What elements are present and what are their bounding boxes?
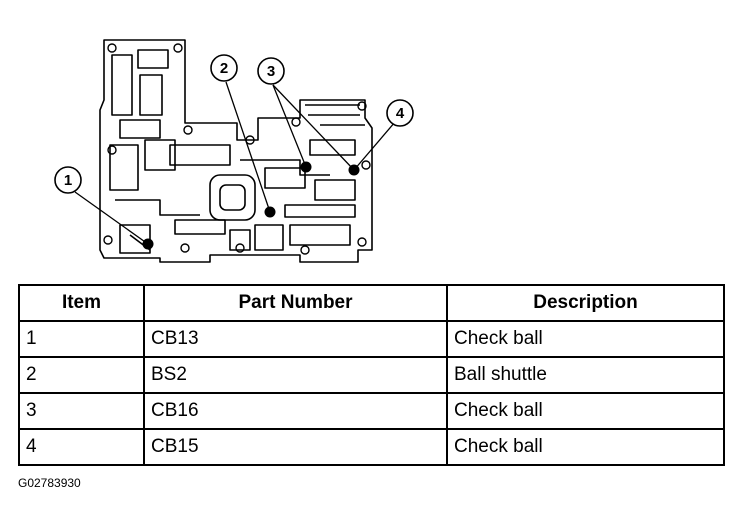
header-description: Description	[446, 284, 725, 322]
callout-1-label: 1	[64, 172, 72, 189]
figure-code: G02783930	[18, 476, 81, 490]
cell-description: Ball shuttle	[446, 356, 725, 394]
header-part-number: Part Number	[143, 284, 448, 322]
callout-4	[386, 99, 414, 127]
table-header-row: Item Part Number Description	[18, 284, 725, 322]
cell-part-number: CB13	[143, 320, 448, 358]
callout-2	[210, 54, 238, 82]
cell-item: 2	[18, 356, 145, 394]
table-row: 4 CB15 Check ball	[18, 428, 725, 466]
valve-body-diagram: 1 2 3 4	[54, 39, 414, 263]
callout-3	[257, 57, 285, 85]
callout-3-label: 3	[267, 63, 275, 80]
cell-item: 4	[18, 428, 145, 466]
valve-body-outline	[99, 39, 373, 263]
cell-description: Check ball	[446, 320, 725, 358]
parts-table: Item Part Number Description 1 CB13 Chec…	[18, 284, 725, 466]
header-item: Item	[18, 284, 145, 322]
cell-description: Check ball	[446, 428, 725, 466]
cell-item: 1	[18, 320, 145, 358]
table-row: 3 CB16 Check ball	[18, 392, 725, 430]
cell-part-number: CB16	[143, 392, 448, 430]
callout-2-label: 2	[220, 60, 228, 77]
cell-item: 3	[18, 392, 145, 430]
cell-part-number: BS2	[143, 356, 448, 394]
table-row: 1 CB13 Check ball	[18, 320, 725, 358]
callout-4-label: 4	[396, 105, 405, 122]
table-row: 2 BS2 Ball shuttle	[18, 356, 725, 394]
cell-part-number: CB15	[143, 428, 448, 466]
cell-description: Check ball	[446, 392, 725, 430]
callout-1	[54, 166, 82, 194]
